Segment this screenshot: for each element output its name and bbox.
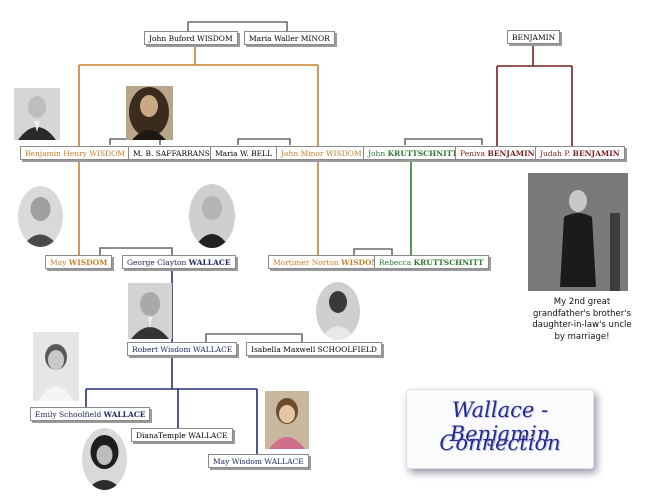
- person-surname: WISDOM: [325, 149, 362, 158]
- person-rebecca-kruttschnitt: Rebecca KRUTTSCHNITT: [374, 255, 489, 269]
- person-surname: WISDOM: [68, 258, 108, 267]
- person-benjamin-henry-wisdom: Benjamin Henry WISDOM: [20, 146, 130, 160]
- person-surname: BENJAMIN: [512, 33, 556, 42]
- person-saffarrans: M. B. SAFFARRANS: [128, 146, 215, 160]
- person-surname: BENJAMIN: [487, 149, 535, 158]
- person-given-name: John Buford: [149, 34, 195, 43]
- connector-mortimer-rebecca: [353, 248, 393, 255]
- connector-benjamin-children: [496, 43, 573, 146]
- person-surname: WISDOM: [341, 258, 380, 267]
- person-given-name: Mortimer Norton: [273, 258, 339, 267]
- title-card: Wallace - Benjamin Connection: [406, 389, 594, 469]
- person-maria-waller-minor: Maria Waller MINOR: [244, 31, 335, 45]
- connector-may-george: [99, 247, 173, 255]
- person-surname: KRUTTSCHNITT: [387, 149, 458, 158]
- person-surname: WISDOM: [89, 149, 125, 158]
- person-peniva-benjamin: Peniva BENJAMIN: [455, 146, 540, 160]
- person-given-name: M. B.: [133, 149, 154, 158]
- portrait-may-wisdom-wallace: [265, 391, 309, 449]
- portrait-benjamin-henry-wisdom: [14, 88, 60, 140]
- person-given-name: Judah P.: [540, 149, 571, 158]
- person-surname: WALLACE: [264, 457, 304, 466]
- person-robert-wisdom-wallace: Robert Wisdom WALLACE: [127, 342, 238, 356]
- person-given-name: Maria W.: [215, 149, 249, 158]
- person-given-name: John Minor: [281, 149, 324, 158]
- person-george-clayton-wallace: George Clayton WALLACE: [122, 255, 236, 269]
- connector-kruttschnitt-peniva: [404, 138, 483, 145]
- person-given-name: George Clayton: [127, 258, 187, 267]
- person-mortimer-norton-wisdom: Mortimer Norton WISDOM: [268, 255, 385, 269]
- person-isabella-schoolfield: Isabella Maxwell SCHOOLFIELD: [246, 342, 382, 356]
- person-may-wisdom: May WISDOM: [45, 255, 113, 269]
- portrait-saffarrans: [126, 86, 173, 140]
- person-surname: WALLACE: [103, 410, 146, 419]
- person-surname: WALLACE: [193, 345, 233, 354]
- person-maria-bell: Maria W. BELL: [210, 146, 278, 160]
- person-judah-benjamin: Judah P. BENJAMIN: [535, 146, 625, 160]
- title-line-2: Connection: [439, 431, 561, 455]
- person-surname: MINOR: [300, 34, 330, 43]
- person-john-kruttschnitt: John KRUTTSCHNITT: [363, 146, 463, 160]
- person-given-name: Peniva: [460, 149, 486, 158]
- portrait-emily-schoolfield-wallace: [33, 332, 79, 401]
- person-given-name: Emily Schoolfield: [35, 410, 102, 419]
- portrait-isabella-schoolfield: [316, 282, 360, 340]
- connector-wallace-children: [85, 355, 258, 454]
- portrait-may-wisdom: [18, 186, 63, 247]
- relationship-note: My 2nd great grandfather's brother's dau…: [532, 297, 632, 342]
- connector-robert-isabella: [205, 333, 303, 342]
- person-surname: BENJAMIN: [572, 149, 620, 158]
- person-given-name: Robert Wisdom: [132, 345, 191, 354]
- person-surname: SCHOOLFIELD: [317, 345, 377, 354]
- person-benjamin: BENJAMIN: [507, 30, 561, 44]
- connector-wisdom-minor-couple: [187, 21, 288, 31]
- portrait-robert-wisdom-wallace: [128, 283, 172, 339]
- portrait-george-clayton-wallace: [189, 184, 235, 248]
- person-given-name: Rebecca: [379, 258, 412, 267]
- connector-bell-jmwisdom: [237, 138, 291, 145]
- title-line-1: Wallace - Benjamin: [449, 398, 551, 446]
- person-surname: BELL: [251, 149, 273, 158]
- person-given-name: Isabella Maxwell: [251, 345, 316, 354]
- person-surname: WISDOM: [196, 34, 233, 43]
- person-john-minor-wisdom: John Minor WISDOM: [276, 146, 367, 160]
- person-john-buford-wisdom: John Buford WISDOM: [144, 31, 238, 45]
- person-may-wisdom-wallace: May Wisdom WALLACE: [208, 454, 309, 468]
- person-given-name: May Wisdom: [213, 457, 263, 466]
- portrait-diana-temple-wallace: [82, 428, 127, 490]
- person-given-name: Benjamin Henry: [25, 149, 87, 158]
- person-given-name: John: [368, 149, 386, 158]
- person-diana-temple-wallace: DianaTemple WALLACE: [131, 428, 233, 442]
- connector-wisdom-children: [78, 43, 319, 146]
- person-surname: KRUTTSCHNITT: [413, 258, 484, 267]
- portrait-judah-benjamin: [528, 173, 628, 291]
- person-surname: SAFFARRANS: [155, 149, 210, 158]
- person-emily-schoolfield-wallace: Emily Schoolfield WALLACE: [30, 407, 151, 421]
- person-surname: WALLACE: [188, 431, 228, 440]
- person-given-name: DianaTemple: [136, 431, 186, 440]
- person-surname: WALLACE: [188, 258, 231, 267]
- person-given-name: Maria Waller: [249, 34, 299, 43]
- person-given-name: May: [50, 258, 67, 267]
